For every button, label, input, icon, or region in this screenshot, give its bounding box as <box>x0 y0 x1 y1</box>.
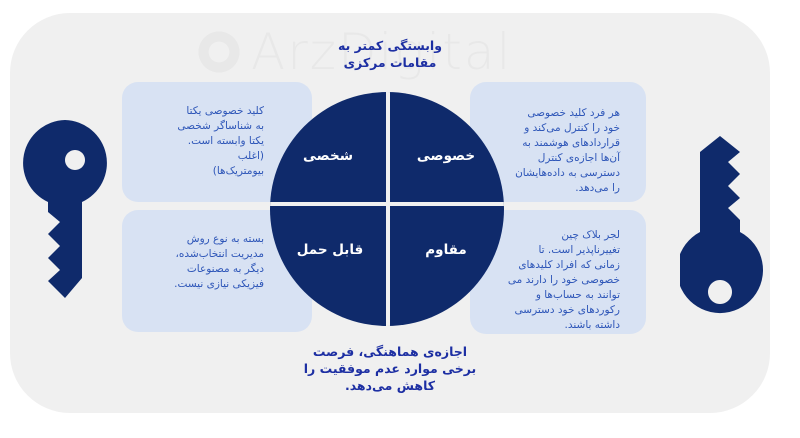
key-icon <box>680 136 763 314</box>
key-icon <box>23 120 107 298</box>
card-private-text: هر فرد کلید خصوصی خود را کنترل می‌کند و … <box>515 107 620 194</box>
quadrant-personal: شخصی <box>303 148 353 164</box>
top-caption: وابستگی کمتر به مقامات مرکزی <box>338 38 442 70</box>
quadrant-portable: قابل حمل <box>296 242 364 258</box>
quadrant-circle: شخصی خصوصی قابل حمل مقاوم <box>270 92 504 326</box>
quadrant-divider-horizontal <box>270 202 504 206</box>
quadrant-resilient: مقاوم <box>425 242 467 258</box>
watermark-text: ArzDigital <box>251 23 513 81</box>
bottom-caption: اجازه‌ی هماهنگی، فرصت برخی موارد عدم موف… <box>303 344 477 393</box>
watermark: ArzDigital <box>195 23 615 81</box>
watermark-logo-icon <box>195 28 243 76</box>
card-portable-text: بسته به نوع روش مدیریت انتخاب‌شده، دیگر … <box>174 233 264 290</box>
quadrant-divider-vertical <box>386 92 390 326</box>
card-personal-text: کلید خصوصی یکتا به شناساگر شخصی یکتا واب… <box>177 105 264 177</box>
card-private: هر فرد کلید خصوصی خود را کنترل می‌کند و … <box>470 82 646 202</box>
quadrant-private: خصوصی <box>416 148 476 164</box>
card-resilient-text: لجر بلاک چین تغییرناپذیر است. تا زمانی ک… <box>507 229 620 331</box>
